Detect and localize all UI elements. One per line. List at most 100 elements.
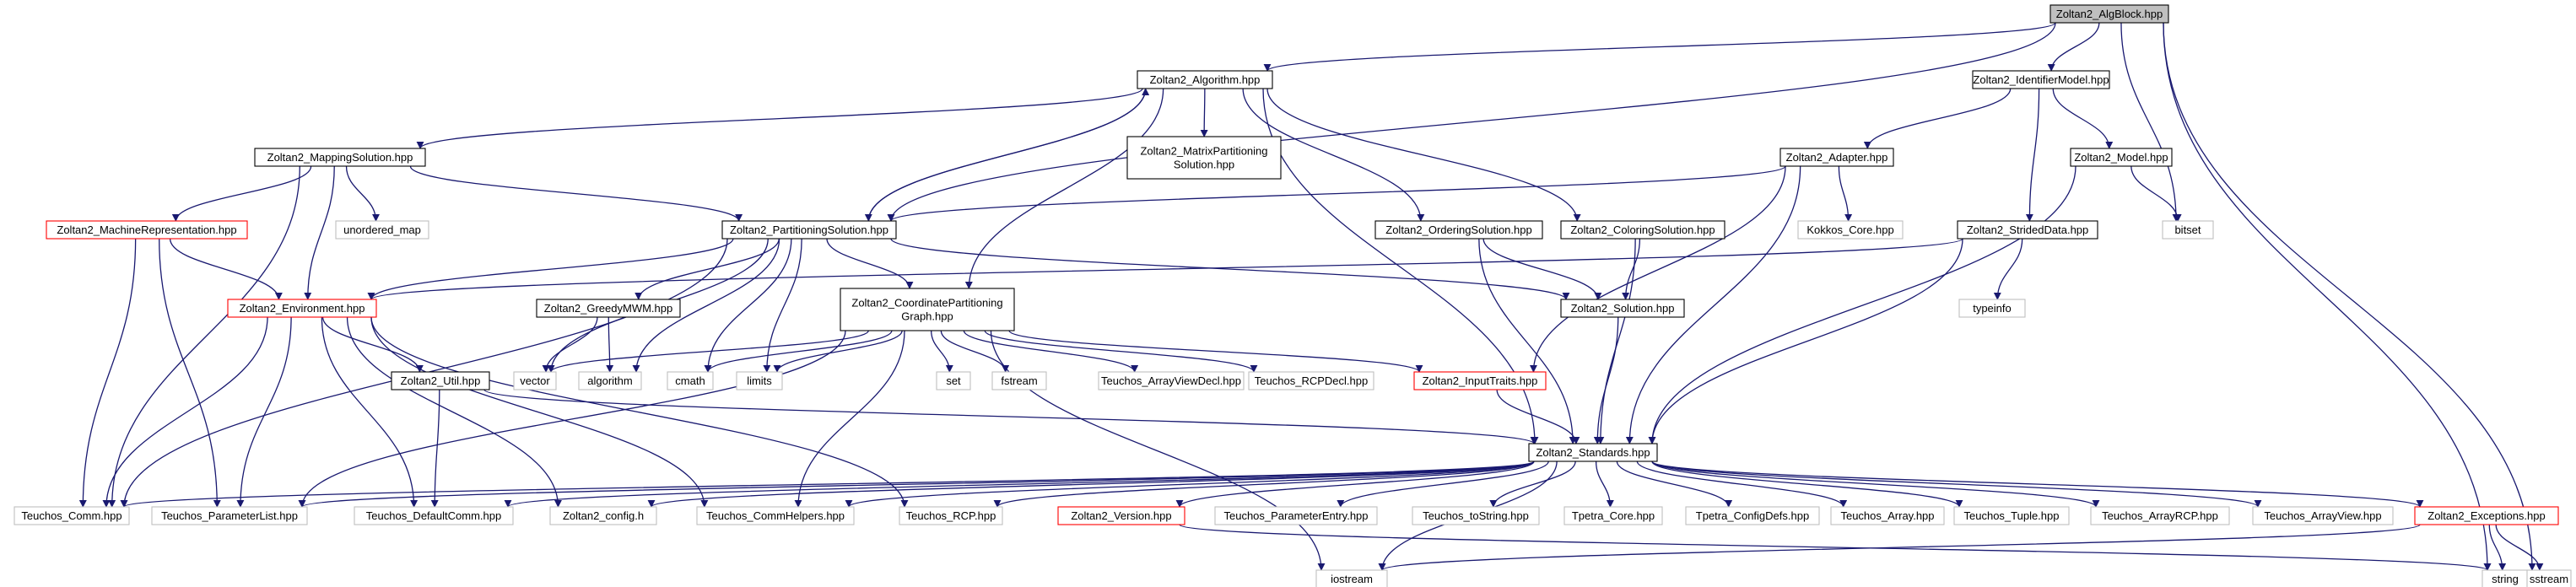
node-box-adapter: [1779, 148, 1894, 167]
node-box-defcomm: [354, 506, 514, 525]
node-box-machrep: [46, 220, 248, 240]
edge-coordgraph-to-cmath: [704, 330, 893, 373]
node-box-standards: [1528, 443, 1658, 462]
node-box-unmap: [335, 220, 429, 240]
node-box-strided: [1957, 220, 2098, 240]
edge-env-to-rcp: [370, 316, 909, 508]
node-box-algorithm: [1137, 70, 1273, 89]
node-algblock[interactable]: Zoltan2_AlgBlock.hpp: [2049, 4, 2169, 24]
node-box-arrayrcp: [2090, 506, 2230, 525]
node-box-sstream: [2526, 569, 2572, 587]
node-label-matrixpart-0: Zoltan2_MatrixPartitioning: [1140, 145, 1267, 158]
node-solution[interactable]: Zoltan2_Solution.hpp: [1560, 299, 1685, 318]
edge-env-to-defcomm: [321, 316, 419, 508]
node-adapter[interactable]: Zoltan2_Adapter.hpp: [1779, 148, 1894, 167]
edge-machrep-to-env: [169, 238, 283, 300]
node-standards[interactable]: Zoltan2_Standards.hpp: [1528, 443, 1658, 462]
edge-adapter-to-kokkos: [1838, 165, 1853, 222]
node-colsol[interactable]: Zoltan2_ColoringSolution.hpp: [1560, 220, 1725, 240]
node-label-config-0: Zoltan2_config.h: [563, 509, 644, 522]
node-box-fstream: [991, 371, 1047, 390]
node-box-rcpdecl: [1248, 371, 1374, 390]
node-inputtraits[interactable]: Zoltan2_InputTraits.hpp: [1413, 371, 1547, 390]
node-label-comm-0: Teuchos_Comm.hpp: [21, 509, 122, 522]
node-arrayrcp: Teuchos_ArrayRCP.hpp: [2090, 506, 2230, 525]
node-label-vector-0: vector: [520, 374, 550, 387]
node-version[interactable]: Zoltan2_Version.hpp: [1057, 506, 1185, 525]
node-box-comm: [14, 506, 130, 525]
node-label-standards-0: Zoltan2_Standards.hpp: [1536, 446, 1650, 459]
node-box-idmodel: [1972, 70, 2110, 89]
node-ordsol[interactable]: Zoltan2_OrderingSolution.hpp: [1374, 220, 1543, 240]
node-label-bitset-0: bitset: [2174, 223, 2201, 236]
node-label-machrep-0: Zoltan2_MachineRepresentation.hpp: [57, 223, 236, 236]
node-partsol[interactable]: Zoltan2_PartitioningSolution.hpp: [721, 220, 897, 240]
node-label-tostring-0: Teuchos_toString.hpp: [1423, 509, 1529, 522]
node-label-algorithm-0: Zoltan2_Algorithm.hpp: [1150, 73, 1261, 86]
node-label-strided-0: Zoltan2_StridedData.hpp: [1967, 223, 2089, 236]
node-tuple: Teuchos_Tuple.hpp: [1953, 506, 2070, 525]
edge-adapter-to-inputtraits: [1529, 165, 1786, 373]
node-box-tpetracore: [1563, 506, 1663, 525]
node-box-algblock: [2049, 4, 2169, 24]
node-label-mapsol-0: Zoltan2_MappingSolution.hpp: [267, 151, 413, 164]
edge-env-to-util: [321, 316, 424, 373]
node-env[interactable]: Zoltan2_Environment.hpp: [227, 299, 377, 318]
edge-algblock-to-string: [2163, 22, 2492, 571]
node-label-defcomm-0: Teuchos_DefaultComm.hpp: [366, 509, 501, 522]
node-model[interactable]: Zoltan2_Model.hpp: [2070, 148, 2173, 167]
node-label-arrayview-0: Teuchos_ArrayView.hpp: [2264, 509, 2381, 522]
node-config: Zoltan2_config.h: [549, 506, 657, 525]
edge-coordgraph-to-limits: [773, 330, 903, 373]
node-label-tpetradefs-0: Tpetra_ConfigDefs.hpp: [1696, 509, 1809, 522]
node-box-kokkos: [1797, 220, 1904, 240]
edge-coordgraph-to-iostream: [990, 330, 1326, 571]
edge-partsol-to-greedy: [635, 238, 780, 300]
node-strided[interactable]: Zoltan2_StridedData.hpp: [1957, 220, 2098, 240]
edge-env-to-comm: [102, 316, 268, 508]
edge-env-to-commhelpers: [370, 316, 709, 508]
node-idmodel[interactable]: Zoltan2_IdentifierModel.hpp: [1972, 70, 2110, 89]
node-label-greedy-0: Zoltan2_GreedyMWM.hpp: [544, 302, 672, 315]
node-label-algblock-0: Zoltan2_AlgBlock.hpp: [2056, 8, 2163, 20]
node-greedy[interactable]: Zoltan2_GreedyMWM.hpp: [536, 299, 681, 318]
node-comm: Teuchos_Comm.hpp: [14, 506, 130, 525]
node-util[interactable]: Zoltan2_Util.hpp: [391, 371, 490, 390]
edge-model-to-standards: [1648, 165, 2076, 444]
edge-standards-to-comm: [121, 460, 1535, 508]
edge-adapter-to-standards: [1625, 165, 1801, 444]
edge-coordgraph-to-arrviewdecl: [963, 330, 1139, 373]
node-algorithm[interactable]: Zoltan2_Algorithm.hpp: [1137, 70, 1273, 89]
edge-idmodel-to-model: [2052, 88, 2114, 149]
edge-algblock-to-idmodel: [2047, 22, 2100, 72]
edge-partsol-to-env: [367, 238, 734, 300]
node-defcomm: Teuchos_DefaultComm.hpp: [354, 506, 514, 525]
edge-algorithm-to-ordsol: [1242, 88, 1425, 222]
node-box-tostring: [1412, 506, 1540, 525]
edge-ordsol-to-standards: [1478, 238, 1577, 444]
edge-mapsol-to-partsol: [409, 165, 743, 222]
node-label-limits-0: limits: [747, 374, 772, 387]
node-label-iostream-0: iostream: [1331, 573, 1373, 585]
node-box-algorithmstd: [578, 371, 642, 390]
edge-standards-to-tostring: [1489, 460, 1576, 508]
edge-coordgraph-to-inputtraits: [1008, 330, 1423, 373]
edge-greedy-to-algorithmstd: [606, 316, 614, 373]
node-box-coordgraph: [840, 288, 1015, 331]
edge-version-to-string: [1179, 524, 2491, 571]
node-mapsol[interactable]: Zoltan2_MappingSolution.hpp: [254, 148, 426, 167]
node-arrayview: Teuchos_ArrayView.hpp: [2252, 506, 2394, 525]
node-box-tpetradefs: [1685, 506, 1820, 525]
node-label-tpetracore-0: Tpetra_Core.hpp: [1572, 509, 1655, 522]
edge-machrep-to-comm: [78, 238, 137, 508]
edge-idmodel-to-adapter: [1863, 88, 2012, 149]
node-kokkos: Kokkos_Core.hpp: [1797, 220, 1904, 240]
edge-partsol-to-algorithmstd: [632, 238, 780, 373]
node-exceptions[interactable]: Zoltan2_Exceptions.hpp: [2414, 506, 2559, 525]
node-box-config: [549, 506, 657, 525]
node-machrep[interactable]: Zoltan2_MachineRepresentation.hpp: [46, 220, 248, 240]
edge-algorithm-to-coordgraph: [964, 88, 1164, 289]
